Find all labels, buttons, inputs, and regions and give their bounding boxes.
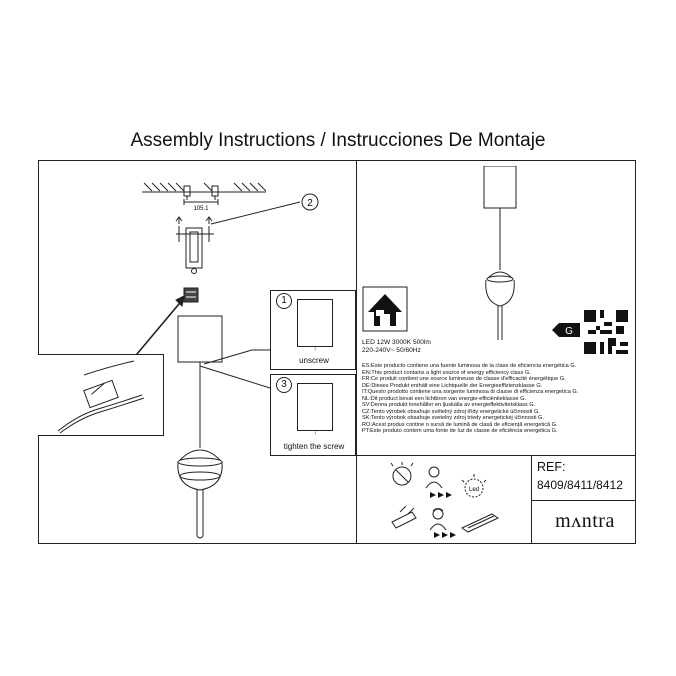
ref-number: 8409/8411/8412	[537, 478, 623, 492]
step-3-hint: ↑	[313, 431, 317, 437]
energy-text-cz: CZ:Tento výrobek obsahuje světelný zdroj…	[362, 408, 540, 415]
terminal-block-icon	[183, 287, 199, 303]
spec-line-1: LED 12W 3000K 500lm	[362, 339, 431, 346]
dimension-label: 105.1	[193, 206, 209, 212]
energy-text-es: ES:Este producto contiene una fuente lum…	[362, 363, 577, 369]
ref-label: REF:	[537, 460, 566, 474]
driver-icon	[460, 513, 500, 533]
energy-text-de: DE:Dieses Produkt enthält eine Lichtquel…	[362, 382, 543, 389]
installation-pictograms: Led	[390, 462, 500, 538]
energy-class-letter: G	[565, 326, 573, 337]
energy-text-nl: NL:Dit product bevat een lichtbron van e…	[362, 395, 527, 402]
connector-detail-icon	[57, 360, 145, 434]
qr-code-icon	[584, 310, 628, 354]
lamp-head-icon	[177, 449, 223, 539]
energy-class-arrow-icon: G	[552, 323, 580, 337]
mounting-bracket-icon	[175, 216, 214, 274]
step-1-label: unscrew	[299, 356, 329, 365]
indoor-use-icon	[362, 286, 408, 332]
arrows-icon	[430, 492, 452, 498]
person-icon	[425, 466, 443, 489]
energy-text-pt: PT:Este produto contem uma fonte de luz …	[362, 428, 558, 434]
panel-divider	[356, 160, 358, 544]
brand-divider	[531, 500, 636, 502]
step-3-number: 3	[276, 377, 292, 393]
lamp-specs: LED 12W 3000K 500lm 220-240V~ 50/60Hz	[362, 339, 431, 355]
ref-divider	[531, 455, 533, 544]
canopy-unscrew-icon	[297, 299, 333, 347]
ceiling-hatch-icon	[142, 182, 267, 205]
step-3-label: tighten the screw	[283, 442, 345, 451]
step-2-number: 2	[307, 198, 313, 209]
instruction-frame	[38, 160, 636, 544]
energy-label-texts: ES:Este producto contiene una fuente lum…	[362, 363, 578, 435]
ceiling-tool-icon	[391, 505, 417, 529]
energy-text-sv: SV:Denna produkt innehåller en ljuskälla…	[362, 402, 536, 408]
product-illustration	[483, 166, 517, 340]
spec-line-2: 220-240V~ 50/60Hz	[362, 347, 421, 354]
energy-text-it: IT:Questo prodotto contiene una sorgente…	[362, 389, 579, 395]
step-1-hint: ↑	[313, 347, 317, 353]
step-1-number: 1	[276, 293, 292, 309]
energy-text-fr: FR:Ce produit contient une source lumine…	[362, 376, 566, 382]
document-title: Assembly Instructions / Instrucciones De…	[130, 130, 546, 151]
energy-text-ro: RO:Acest produs contine o sursă de lumin…	[362, 421, 558, 428]
technician-icon	[429, 508, 447, 531]
led-bulb-icon	[461, 474, 487, 498]
led-icon-label: Led	[469, 487, 479, 493]
brand-logo: mʌntra	[555, 510, 615, 532]
energy-text-en: EN:This product contains a light source …	[362, 369, 531, 376]
energy-text-sk: SK:Tento výrobok obsahuje svetelny zdroj…	[362, 415, 544, 421]
connector-detail-box	[38, 354, 164, 436]
info-divider	[356, 455, 636, 457]
assembly-diagram: 105.1 2	[99, 182, 319, 539]
no-tools-icon	[390, 462, 414, 486]
arrows-2-icon	[434, 532, 456, 538]
canopy-icon	[177, 315, 223, 363]
canopy-tighten-icon	[297, 383, 333, 431]
